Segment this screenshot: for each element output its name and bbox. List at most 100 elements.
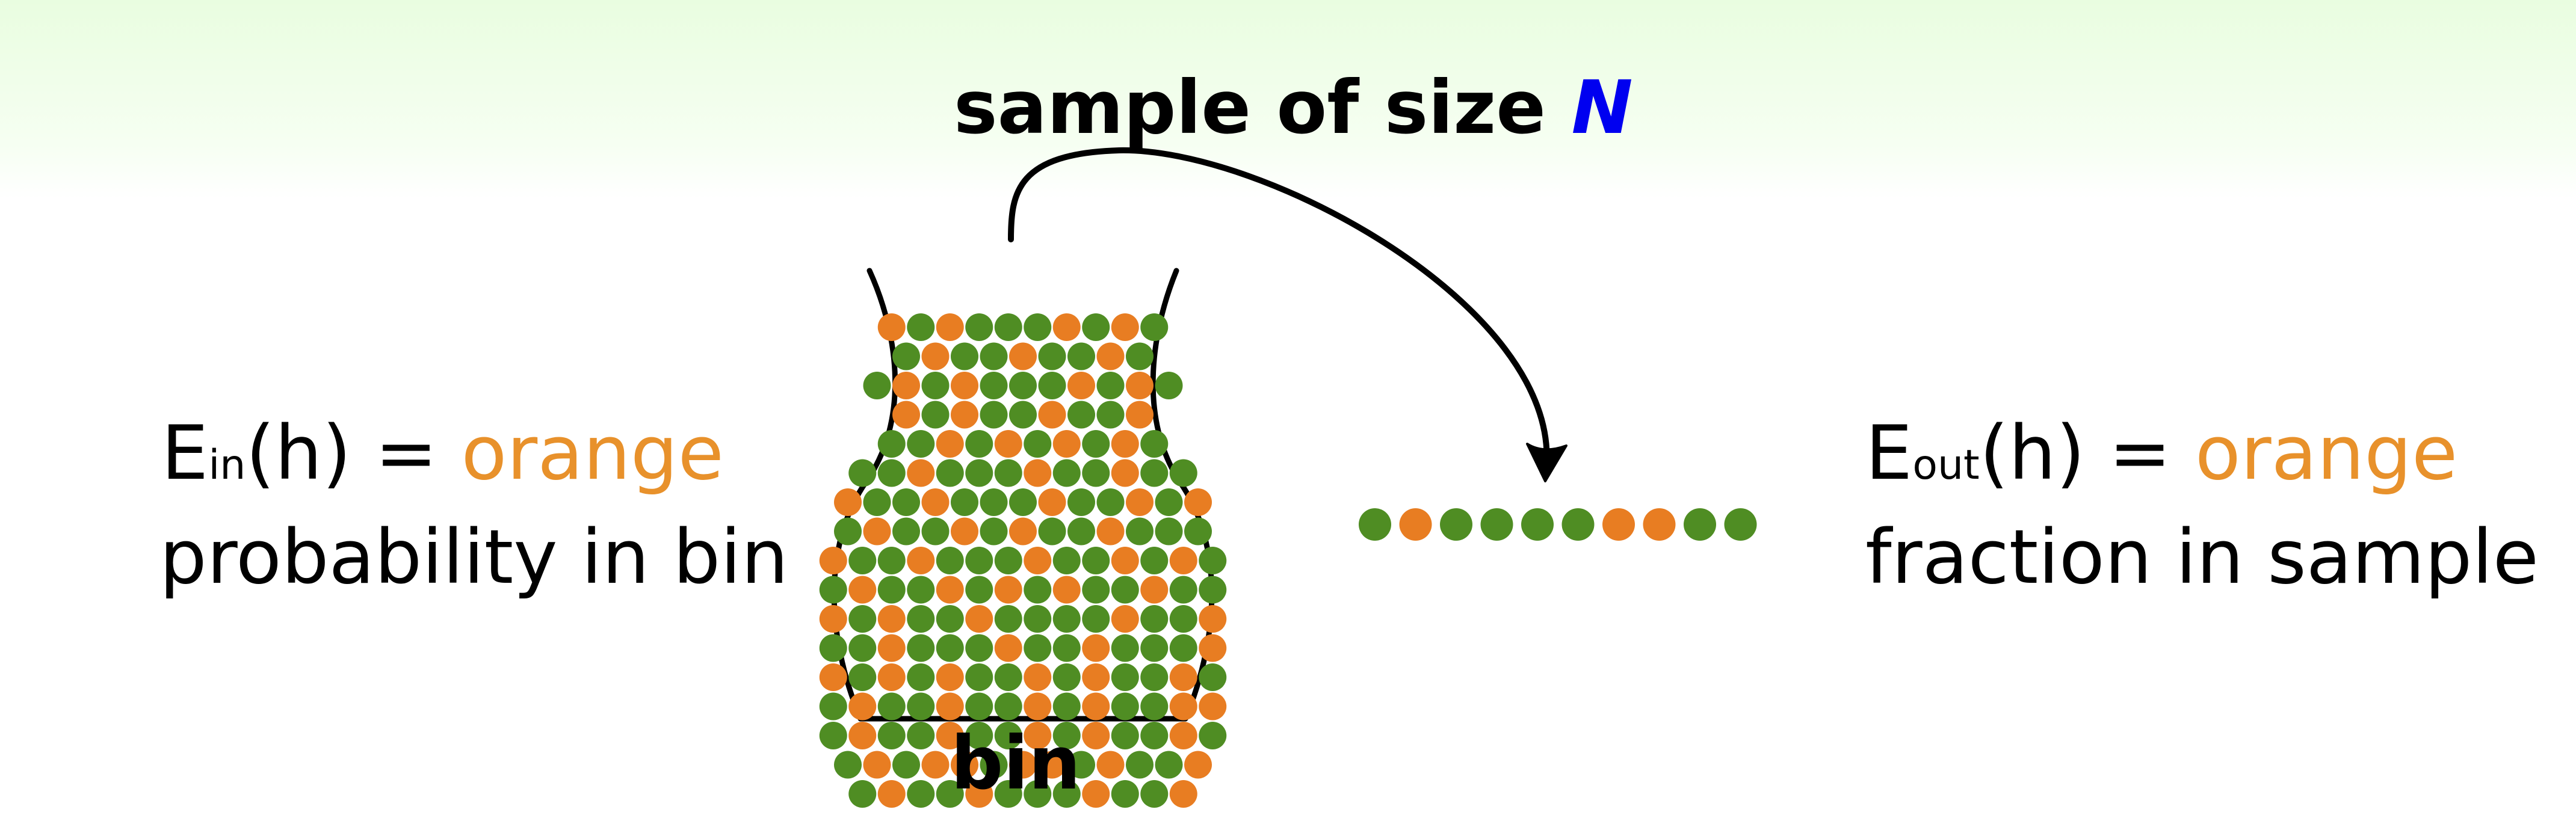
bin-marble [980,342,1008,370]
bin-marble [1024,576,1052,604]
eout-equals: = [2085,410,2195,497]
bin-marble [819,605,847,633]
ein-subscript: in [208,441,246,489]
bin-marble [1038,342,1066,370]
bin-marble [1082,780,1110,808]
bin-marble [994,313,1022,341]
bin-marble [965,780,993,808]
bin-marble [1038,517,1066,546]
bin-marble [1111,576,1139,604]
ein-argument: (h) [246,410,351,497]
bin-marble [877,722,906,749]
bin-marble [877,780,906,808]
bin-marble [936,722,964,749]
bin-marble [848,722,877,749]
bin-marble [848,605,877,633]
bin-marble [1038,372,1066,399]
ein-value: orange [461,410,724,497]
bin-marble [1082,547,1110,574]
bin-marble [936,780,964,808]
bin-marble [1169,547,1197,574]
bin-marble [1024,605,1052,633]
bin-marble [1052,576,1081,604]
bin-marble [951,751,978,779]
bin-marble [994,605,1022,633]
bin-marble [1169,663,1197,691]
bin-marble [965,547,993,574]
ein-description: probability in bin [159,514,789,601]
bin-marble [1140,576,1169,604]
ein-symbol: E [161,410,209,497]
sample-marble [1480,508,1513,541]
bin-marble [1199,634,1227,662]
bin-marble [965,692,993,721]
title-prefix: sample of size [954,65,1572,150]
bin-marble [1067,751,1095,779]
bin-marble [1126,372,1154,399]
bin-marble [892,401,920,429]
bin-marble [951,372,978,399]
bin-marble [1199,722,1227,749]
bin-marble [980,488,1008,516]
sampling-arrowhead [1526,443,1568,482]
bin-marble [994,430,1022,458]
bin-marble [1096,401,1125,429]
bin-marble [1111,722,1139,749]
bin-marble [965,634,993,662]
bin-marble [1140,313,1169,341]
bin-marble [1067,488,1095,516]
bin-marble [1082,663,1110,691]
eout-subscript: out [1912,441,1980,489]
bin-marble [1052,634,1081,662]
bin-marble [1052,459,1081,487]
bin-marble [1155,751,1183,779]
bin-marble [892,751,920,779]
sample-marble [1643,508,1676,541]
bin-marble [951,517,978,546]
bin-marble [877,634,906,662]
bin-marble [921,342,950,370]
bin-marble [965,576,993,604]
bin-marble [936,634,964,662]
bin-marble [1140,663,1169,691]
bin-marble [1082,430,1110,458]
bin-marble [863,488,891,516]
bin-marble [1096,488,1125,516]
bin-marble [980,751,1008,779]
bin-marble [921,751,950,779]
bin-marble [1096,517,1125,546]
bin-marble [877,692,906,721]
sampling-arrow [1008,147,1550,469]
bin-marble [907,313,935,341]
bin-marble [1111,692,1139,721]
bin-marble [965,459,993,487]
bin-marble [907,692,935,721]
bin-marble [877,430,906,458]
bin-marble [848,692,877,721]
bin-marble [819,692,847,721]
in-sample-error-equation: Ein(h) = orange [161,416,724,491]
bin-label: bin [951,721,1081,806]
bin-marble [819,547,847,574]
bin-marble [1169,692,1197,721]
sample-marble [1561,508,1595,541]
eout-description: fraction in sample [1865,514,2539,601]
bin-marble [907,605,935,633]
sample-size-variable: N [1571,65,1633,150]
bin-marble [907,663,935,691]
bin-marble [965,313,993,341]
bin-marble [1155,488,1183,516]
bin-marble [1111,547,1139,574]
bin-marble [1009,751,1037,779]
bin-marble [877,605,906,633]
bin-marble [1111,459,1139,487]
bin-marble [1082,692,1110,721]
bin-marble [1140,722,1169,749]
out-sample-error-equation: Eout(h) = orange [1865,416,2457,491]
bin-marble [1096,342,1125,370]
bin-marble [1052,692,1081,721]
bin-marble [1140,634,1169,662]
bin-marble [848,459,877,487]
bin-marble [1067,401,1095,429]
bin-marble [1024,547,1052,574]
